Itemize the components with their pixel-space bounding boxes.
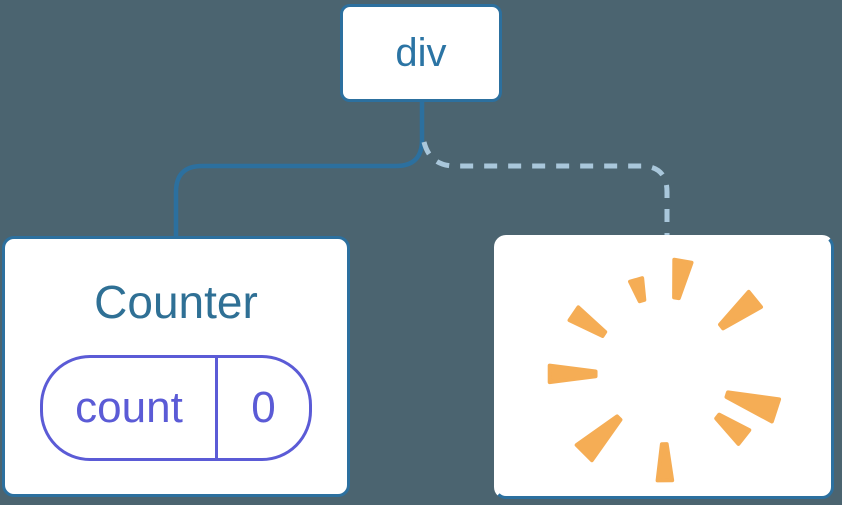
destruction-burst-icon <box>547 257 782 483</box>
burst-ray <box>628 276 647 304</box>
root-node-div: div <box>340 4 502 102</box>
removed-component-node <box>494 235 834 499</box>
counter-component-node: Counter count 0 <box>2 236 350 497</box>
burst-ray <box>718 289 763 331</box>
state-value-label: 0 <box>251 382 276 432</box>
burst-ray <box>714 412 752 446</box>
pill-divider <box>215 357 218 458</box>
burst-ray <box>672 257 694 301</box>
burst-ray <box>655 442 675 483</box>
burst-ray <box>574 414 623 463</box>
burst-ray <box>547 363 598 385</box>
burst-ray <box>567 305 608 338</box>
state-pill: count 0 <box>40 354 312 461</box>
counter-title: Counter <box>94 276 258 328</box>
root-node-label: div <box>395 31 447 75</box>
solid-edge-to-counter <box>173 101 425 238</box>
burst-ray <box>724 390 782 424</box>
dashed-edge-to-removed <box>421 141 670 236</box>
state-name-label: count <box>75 382 183 432</box>
